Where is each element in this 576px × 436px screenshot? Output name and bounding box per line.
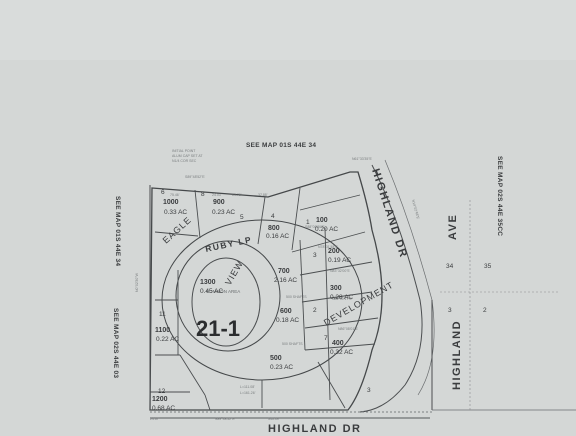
svg-text:37.88': 37.88': [258, 193, 268, 197]
ref-top: SEE MAP 01S 44E 34: [246, 142, 316, 149]
subdivision-boundary: [149, 171, 383, 411]
lot-number: 3: [367, 387, 371, 394]
section-number: 3: [448, 307, 452, 314]
svg-text:100: 100: [316, 217, 328, 224]
svg-text:24.67': 24.67': [150, 417, 160, 421]
svg-text:N83°32'00"E: N83°32'00"E: [330, 269, 351, 273]
svg-text:0.45 AC: 0.45 AC: [200, 288, 223, 295]
lot-300: 300 0.28 AC: [330, 285, 353, 301]
lot-number: 12: [158, 388, 166, 395]
lot-number: 2: [313, 307, 317, 314]
svg-text:N0°02'30"W: N0°02'30"W: [135, 272, 139, 292]
svg-text:S88°06'36"E: S88°06'36"E: [305, 225, 325, 229]
lot-number: 6: [161, 189, 165, 196]
svg-text:S89°48'52"E: S89°48'52"E: [215, 417, 235, 421]
lot-1200: 1200 0.68 AC: [152, 396, 175, 412]
svg-text:800: 800: [268, 225, 280, 232]
svg-text:1000: 1000: [163, 199, 179, 206]
svg-text:L=161.26': L=161.26': [240, 391, 256, 395]
svg-text:1300: 1300: [200, 279, 216, 286]
svg-text:1100: 1100: [155, 327, 170, 334]
section-number: 2: [483, 307, 487, 314]
lot-number: 5: [240, 214, 244, 221]
svg-text:N61°33'35"E: N61°33'35"E: [352, 157, 373, 161]
svg-text:500 SHAFTS: 500 SHAFTS: [282, 342, 303, 346]
svg-text:2.16 AC: 2.16 AC: [274, 277, 297, 284]
lot-number: 4: [271, 213, 275, 220]
lot-1300: 1300 0.45 AC: [200, 279, 223, 295]
svg-text:500 SHAFTS: 500 SHAFTS: [286, 295, 307, 299]
svg-text:1200: 1200: [152, 396, 168, 403]
lot-number: 3: [313, 252, 317, 259]
svg-text:75.46': 75.46': [170, 193, 180, 197]
ref-left-lower: SEE MAP 02S 44E 03: [112, 308, 119, 378]
svg-text:N84°00'17"E: N84°00'17"E: [332, 297, 353, 301]
svg-text:600: 600: [280, 308, 292, 315]
svg-text:0.28 AC: 0.28 AC: [330, 294, 353, 301]
lot-lines: [150, 187, 379, 411]
svg-text:0.16 AC: 0.16 AC: [266, 233, 289, 240]
lot-number: 1: [306, 219, 310, 226]
ruby-loop-inner: [175, 240, 281, 352]
svg-text:0.22 AC: 0.22 AC: [156, 336, 179, 343]
svg-text:200: 200: [328, 248, 340, 255]
street-highland-dr-bottom: HIGHLAND DR: [268, 423, 362, 432]
lot-number: 7: [324, 335, 328, 342]
svg-text:ALUM CAP SET AT: ALUM CAP SET AT: [172, 154, 203, 158]
svg-text:0.23 AC: 0.23 AC: [270, 364, 293, 371]
svg-text:0.68 AC: 0.68 AC: [152, 405, 175, 412]
bearing-annotations: INITIAL POINT ALUM CAP SET AT N1/4 COR S…: [135, 149, 420, 421]
lot-1000: 1000 0.33 AC: [163, 199, 187, 216]
lot-1100: 1100 0.22 AC: [155, 327, 179, 343]
svg-text:S89°48'52"E: S89°48'52"E: [185, 175, 205, 179]
svg-text:N14°02'48"E: N14°02'48"E: [411, 199, 420, 220]
svg-text:0.18 AC: 0.18 AC: [276, 317, 299, 324]
lot-100: 100 0.20 AC: [315, 217, 338, 233]
lot-400: 400 0.32 AC: [330, 340, 353, 356]
street-highland-ave: AVE: [447, 214, 459, 240]
street-highland-lower: HIGHLAND: [451, 320, 463, 390]
lot-500: 500 0.23 AC: [270, 355, 293, 371]
svg-text:343.39': 343.39': [268, 417, 280, 421]
svg-text:0.23 AC: 0.23 AC: [212, 209, 235, 216]
common-area-label: COMMON AREA: [206, 289, 240, 294]
svg-text:N1/4 COR SEC: N1/4 COR SEC: [172, 159, 197, 163]
ref-right: SEE MAP 02S 44E 35CC: [496, 156, 503, 236]
lot-700: 700 2.16 AC: [274, 268, 297, 284]
map-number: 21-1: [196, 316, 240, 341]
section-number: 35: [484, 263, 492, 270]
svg-text:85.78': 85.78': [232, 193, 242, 197]
highland-dr-edge: [359, 164, 423, 413]
svg-text:900: 900: [213, 199, 225, 206]
ref-left-upper: SEE MAP 01S 44E 34: [114, 196, 121, 266]
svg-text:500: 500: [270, 355, 282, 362]
svg-text:INITIAL POINT: INITIAL POINT: [172, 149, 196, 153]
svg-text:700: 700: [278, 268, 290, 275]
lot-600: 600 0.18 AC: [276, 308, 299, 324]
svg-text:24.03': 24.03': [212, 193, 222, 197]
svg-text:400: 400: [332, 340, 344, 347]
lot-number: 8: [201, 191, 205, 198]
svg-text:N86°08'01"E: N86°08'01"E: [338, 327, 359, 331]
svg-text:0.19 AC: 0.19 AC: [328, 257, 351, 264]
svg-text:0.33 AC: 0.33 AC: [164, 209, 187, 216]
svg-text:0.32 AC: 0.32 AC: [330, 349, 353, 356]
svg-text:N78°31'48"E: N78°31'48"E: [318, 245, 339, 249]
lot-number: 11: [159, 311, 166, 318]
section-number: 34: [446, 263, 454, 270]
svg-text:300: 300: [330, 285, 342, 292]
lot-200: 200 0.19 AC: [328, 248, 351, 264]
lot-900: 900 0.23 AC: [212, 199, 235, 216]
svg-text:L=111.08': L=111.08': [240, 385, 255, 389]
svg-text:0.20 AC: 0.20 AC: [315, 226, 338, 233]
